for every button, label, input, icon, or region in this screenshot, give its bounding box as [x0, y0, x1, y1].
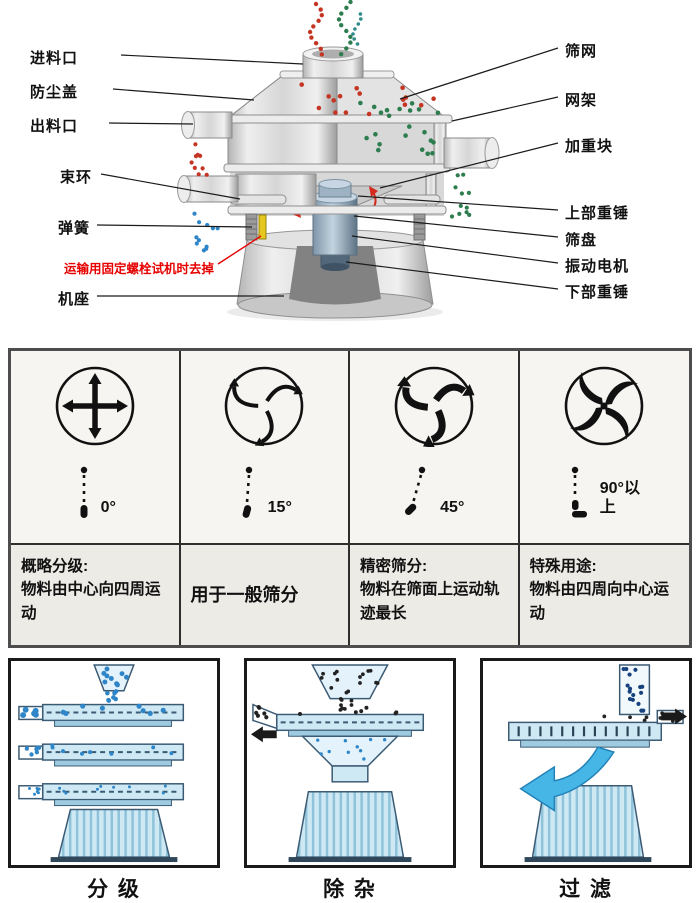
- angle-cell-0deg: 0°: [11, 351, 181, 543]
- label-transport-bolt-note: 运输用固定螺栓试机时去掉: [64, 262, 215, 276]
- angle-cell-15deg: 15°: [180, 351, 350, 543]
- particles-in-frame: [364, 124, 436, 157]
- label-screen-mesh: 筛网: [565, 43, 598, 60]
- desc-title: 特殊用途:: [529, 558, 597, 575]
- label-clamp-ring: 束环: [60, 169, 93, 186]
- phase-indicator-45-icon: [405, 466, 426, 515]
- mode-grading: 分 级: [8, 658, 220, 903]
- angle-desc-90deg: 特殊用途: 物料由四周向中心运动: [519, 543, 689, 645]
- cross-arrows-icon: [55, 366, 135, 446]
- phase-indicator-90-icon: [571, 466, 587, 518]
- clamp-ring-shape: [221, 114, 453, 215]
- angle-desc-0deg: 概略分级: 物料由中心向四周运动: [11, 543, 181, 645]
- mode-label: 除 杂: [323, 878, 377, 901]
- angle-label: 15°: [267, 498, 292, 516]
- mode-filtration: 过 滤: [480, 658, 692, 903]
- particles-under-mesh: [358, 100, 441, 119]
- leader-lines: [96, 47, 559, 297]
- pinwheel-blades-icon: [564, 366, 644, 446]
- grading-schematic: [18, 664, 185, 863]
- machine-diagram-section: 进料口 防尘盖 出料口 束环 弹簧 运输用固定螺栓试机时去掉 机座 筛网 网架 …: [0, 0, 700, 346]
- note-leader-line: [217, 235, 262, 265]
- particles-in-cover: [299, 82, 436, 117]
- label-dust-cover: 防尘盖: [30, 84, 79, 101]
- angle-label: 45°: [440, 498, 465, 516]
- filtration-schematic: [508, 664, 688, 863]
- heavy-swirl-arrows-icon: [394, 366, 475, 447]
- label-lower-weight: 下部重锤: [565, 284, 630, 301]
- desc-title: 概略分级:: [21, 558, 89, 575]
- label-feed-inlet: 进料口: [30, 50, 79, 67]
- angle-label: 0°: [100, 498, 116, 516]
- label-sieve-pan: 筛盘: [565, 232, 598, 249]
- particle-stream-green: [336, 0, 353, 57]
- transport-bolt-shape: [258, 214, 267, 240]
- desc-text: 用于一般筛分: [190, 584, 299, 605]
- particle-stream-red: [307, 1, 324, 57]
- swirl-arrows-icon: [224, 366, 304, 447]
- particles-right-outlet: [449, 172, 472, 219]
- mode-label: 分 级: [87, 878, 141, 901]
- modes-section: 分 级: [8, 658, 692, 903]
- particles-lower-left-outlet: [192, 211, 220, 253]
- label-discharge-outlet: 出料口: [30, 118, 79, 135]
- liquid-flow-arrow: [519, 746, 615, 812]
- particle-stream-teal: [351, 12, 363, 46]
- angle-desc-45deg: 精密筛分: 物料在筛面上运动轨迹最长: [350, 543, 520, 645]
- phase-indicator-15-icon: [242, 466, 252, 518]
- filtration-panel: [480, 658, 692, 868]
- label-weight-block: 加重块: [565, 138, 614, 155]
- mode-impurity-removal: 除 杂: [244, 658, 456, 903]
- impurity-removal-panel: [244, 658, 456, 868]
- label-spring: 弹簧: [58, 220, 91, 237]
- grading-panel: [8, 658, 220, 868]
- angle-cell-90deg: 90°以上: [519, 351, 689, 543]
- particles-left-outlet: [189, 142, 209, 177]
- label-mesh-frame: 网架: [565, 92, 598, 109]
- mode-label: 过 滤: [559, 878, 613, 901]
- angle-cell-45deg: 45°: [350, 351, 520, 543]
- phase-indicator-0-icon: [80, 466, 88, 518]
- label-upper-weight: 上部重锤: [565, 205, 630, 222]
- feed-inlet-shape: [302, 46, 364, 79]
- desc-text: 物料由四周向中心运动: [529, 581, 670, 622]
- discharge-outlet-shape: [177, 111, 500, 203]
- machine-illustration: [96, 0, 559, 321]
- angle-table: 0° 15°: [8, 348, 692, 648]
- angle-label: 90°以上: [599, 480, 640, 516]
- label-vibration-motor: 振动电机: [565, 258, 630, 275]
- impurity-removal-schematic: [250, 664, 425, 863]
- label-machine-base: 机座: [58, 291, 91, 308]
- angle-desc-15deg: 用于一般筛分: [180, 543, 350, 645]
- desc-title: 精密筛分:: [360, 558, 428, 575]
- dust-cover-shape: [226, 70, 448, 119]
- desc-text: 物料由中心向四周运动: [21, 581, 161, 622]
- desc-text: 物料在筛面上运动轨迹最长: [360, 581, 500, 622]
- base-shape: [236, 229, 434, 319]
